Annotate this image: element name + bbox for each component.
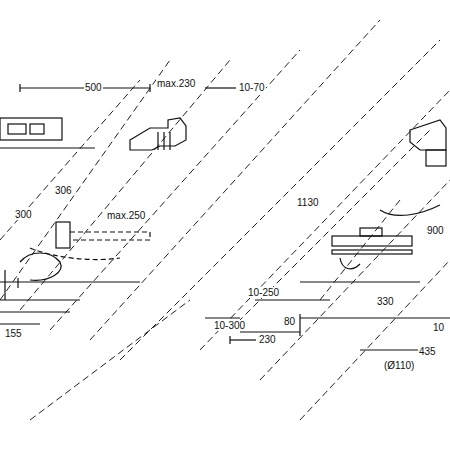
dimension-label: 435 [418, 346, 437, 357]
dimension-label: 80 [283, 316, 296, 327]
dimension-label: 306 [54, 185, 73, 196]
construction-line [300, 260, 450, 420]
dimension-label: 10-300 [213, 320, 246, 331]
dimension-label: 1130 [296, 197, 320, 208]
dimension-label: 500 [84, 82, 103, 93]
dimension-label: 900 [426, 225, 445, 236]
dimension-label: 300 [14, 209, 33, 220]
dimension-label: max.250 [106, 210, 146, 221]
construction-line [50, 50, 300, 330]
construction-line [120, 40, 440, 360]
construction-line [30, 300, 190, 420]
dimension-label: 10 [432, 322, 445, 333]
dimension-label: 230 [258, 334, 277, 345]
construction-line [0, 60, 170, 300]
construction-line [230, 130, 430, 330]
construction-line [90, 20, 380, 340]
dimension-label: 155 [4, 328, 23, 339]
dimension-label: 10-250 [247, 287, 280, 298]
dimension-label: 10-70 [238, 82, 266, 93]
dimension-label: 330 [376, 296, 395, 307]
construction-line [260, 180, 450, 380]
dimension-label: max.230 [156, 78, 196, 89]
dimension-label: (Ø110) [383, 360, 415, 371]
